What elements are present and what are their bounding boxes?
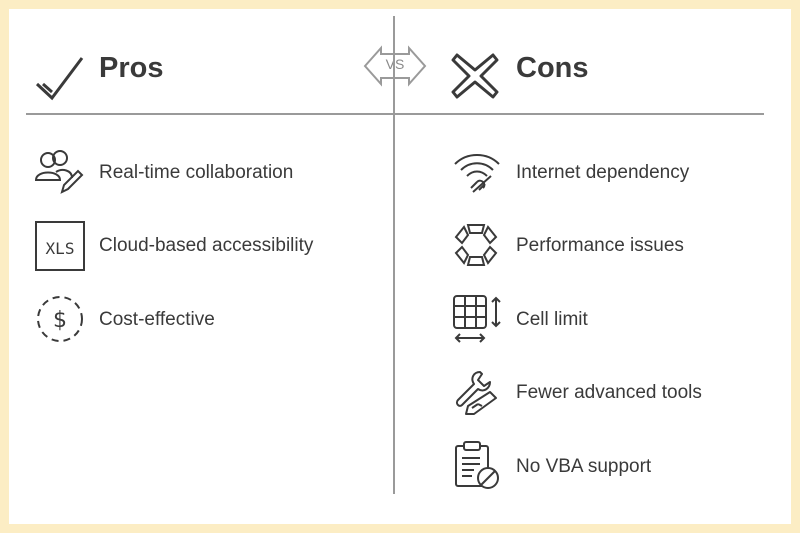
pros-item: Cost-effective xyxy=(99,309,215,330)
horizontal-divider xyxy=(26,113,764,115)
svg-text:$: $ xyxy=(53,308,67,333)
cons-item: Cell limit xyxy=(516,309,588,330)
versus-badge-icon xyxy=(363,45,427,87)
versus-label: VS xyxy=(385,56,405,72)
xls-file-icon: XLS xyxy=(35,221,85,271)
pros-title: Pros xyxy=(99,52,164,84)
wifi-disconnected-icon xyxy=(454,154,500,193)
spreadsheet-resize-icon xyxy=(453,295,501,343)
cons-item: No VBA support xyxy=(516,456,652,477)
cross-icon xyxy=(451,53,499,99)
svg-text:XLS: XLS xyxy=(46,239,75,258)
checkmark-icon xyxy=(35,57,84,101)
clipboard-blocked-icon xyxy=(455,441,499,489)
cons-item: Internet dependency xyxy=(516,162,690,183)
users-edit-icon xyxy=(34,150,84,194)
pros-item: Cloud-based accessibility xyxy=(99,235,314,256)
wrench-screwdriver-icon xyxy=(455,371,497,415)
pros-item: Real-time collaboration xyxy=(99,162,294,183)
hexagon-loader-icon xyxy=(454,224,498,266)
cons-item: Fewer advanced tools xyxy=(516,382,702,403)
dollar-circle-icon: $ xyxy=(37,296,83,342)
comparison-card xyxy=(9,9,791,524)
vertical-divider xyxy=(393,16,395,494)
cons-item: Performance issues xyxy=(516,235,684,256)
cons-title: Cons xyxy=(516,52,589,84)
